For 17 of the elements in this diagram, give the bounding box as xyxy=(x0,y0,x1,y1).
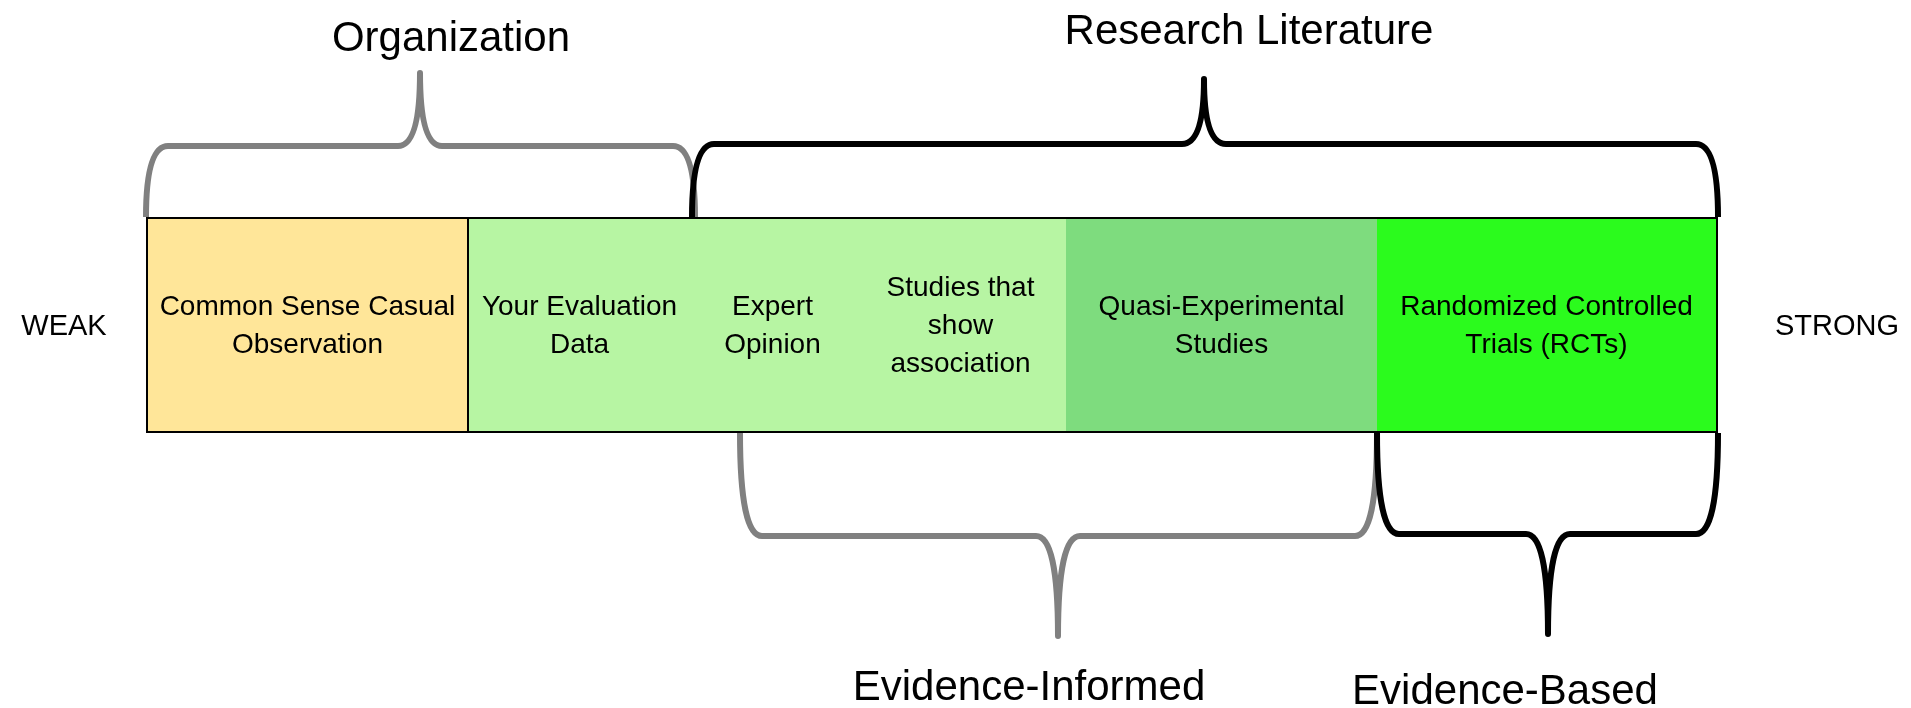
category-box xyxy=(1066,217,1377,433)
category-box xyxy=(146,217,469,433)
category-label: Randomized Controlled Trials (RCTs) xyxy=(1399,289,1694,361)
brace-label: Evidence-Based xyxy=(1352,666,1658,708)
brace-label: Research Literature xyxy=(1064,6,1434,54)
scale-end-label: WEAK xyxy=(21,308,107,342)
category-label: Your Evaluation Data xyxy=(480,289,679,361)
category-label: Expert Opinion xyxy=(723,289,822,361)
category-box xyxy=(1377,217,1718,433)
scale-end-label: STRONG xyxy=(1774,308,1900,342)
brace-label: Organization xyxy=(331,13,571,61)
category-box xyxy=(855,217,1066,433)
brace-label: Evidence-Informed xyxy=(852,662,1206,708)
category-label: Quasi-Experimental Studies xyxy=(1097,289,1346,361)
category-box xyxy=(469,217,690,433)
category-label: Studies that show association xyxy=(885,270,1036,380)
category-label: Common Sense Casual Observation xyxy=(158,289,457,361)
